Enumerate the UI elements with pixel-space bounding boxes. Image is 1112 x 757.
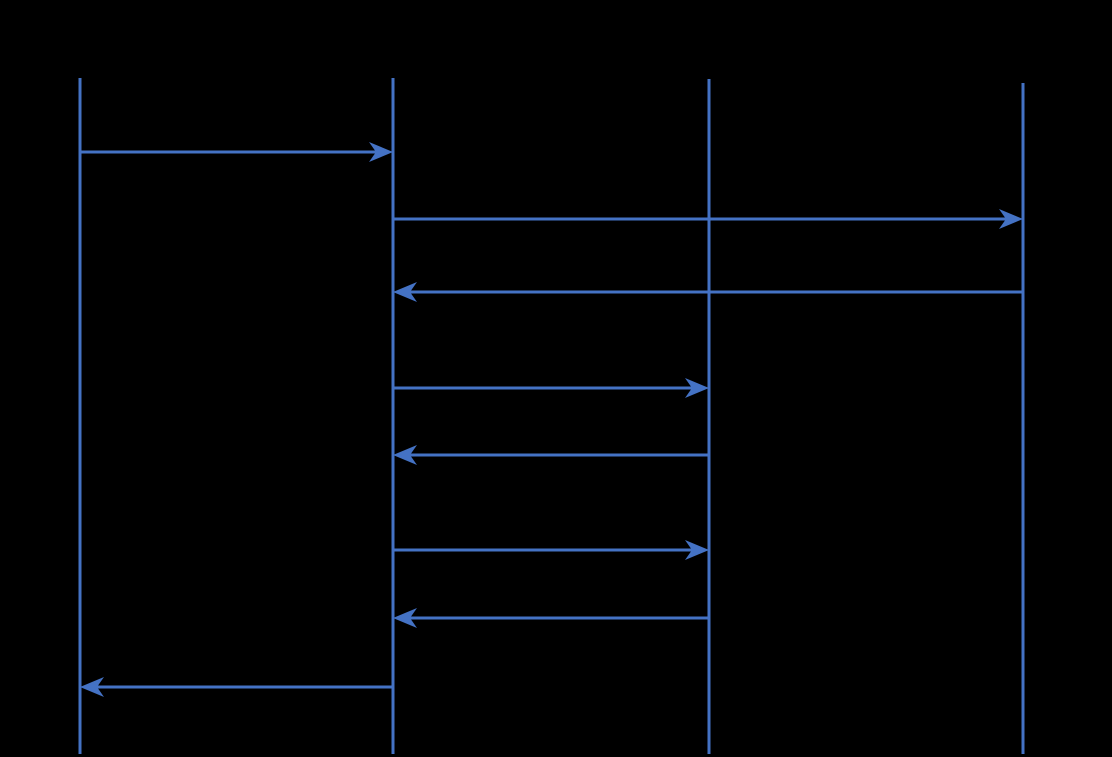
message-2-arrowhead bbox=[999, 209, 1023, 229]
message-6-arrowhead bbox=[685, 540, 709, 560]
message-1-arrowhead bbox=[369, 142, 393, 162]
message-3-arrowhead bbox=[393, 282, 417, 302]
message-7-arrowhead bbox=[393, 608, 417, 628]
message-4-arrowhead bbox=[685, 378, 709, 398]
message-5-arrowhead bbox=[393, 445, 417, 465]
message-8-arrowhead bbox=[80, 677, 104, 697]
